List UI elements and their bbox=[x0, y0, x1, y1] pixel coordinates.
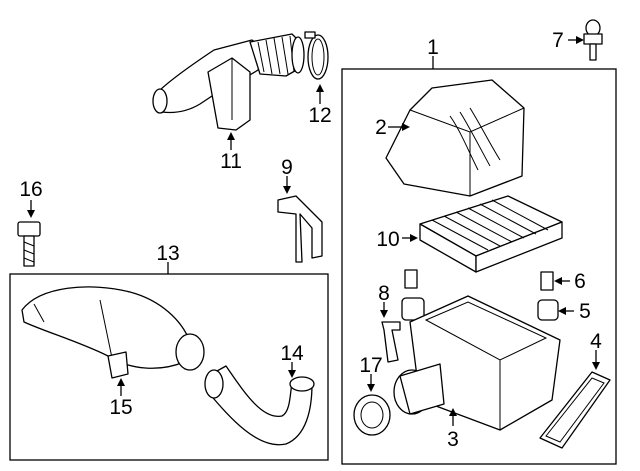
bracket-part-9 bbox=[277, 195, 323, 263]
callout-6: 6 bbox=[574, 270, 586, 293]
callout-14: 14 bbox=[280, 342, 304, 365]
push-pin-part-7 bbox=[583, 19, 603, 61]
leader-17 bbox=[367, 374, 375, 392]
assembly-box-13 bbox=[9, 273, 329, 461]
intake-duct-part-11 bbox=[152, 33, 305, 131]
leader-8 bbox=[380, 302, 388, 318]
leader-7 bbox=[568, 36, 584, 44]
callout-5: 5 bbox=[579, 300, 591, 323]
hose-part-14 bbox=[204, 365, 315, 446]
lower-housing-part-3 bbox=[393, 295, 561, 431]
leader-16 bbox=[27, 200, 35, 218]
callout-16: 16 bbox=[19, 178, 42, 201]
callout-10: 10 bbox=[376, 228, 399, 251]
callout-13: 13 bbox=[156, 242, 179, 265]
assembly-box-1 bbox=[341, 68, 617, 465]
leader-4 bbox=[592, 350, 600, 370]
resonator-duct-part-13 bbox=[21, 286, 205, 379]
callout-4: 4 bbox=[590, 330, 602, 353]
gasket-part-4 bbox=[539, 371, 611, 449]
callout-1: 1 bbox=[427, 36, 439, 59]
leader-15 bbox=[117, 378, 125, 396]
bracket-part-8 bbox=[381, 321, 401, 363]
callout-11: 11 bbox=[220, 150, 242, 173]
callout-7: 7 bbox=[552, 29, 564, 52]
callout-17: 17 bbox=[359, 354, 382, 377]
leader-6 bbox=[554, 277, 570, 285]
leader-12 bbox=[316, 84, 324, 104]
leader-2 bbox=[388, 123, 410, 131]
seal-part-17 bbox=[353, 394, 391, 436]
bolt-part-16 bbox=[17, 221, 41, 267]
leader-14 bbox=[288, 362, 296, 378]
callout-9: 9 bbox=[281, 156, 293, 179]
grommet-part-6 bbox=[404, 269, 554, 291]
air-cleaner-cover-part-2 bbox=[385, 79, 525, 197]
callout-12: 12 bbox=[308, 104, 331, 127]
leader-9 bbox=[283, 176, 291, 194]
leader-3 bbox=[449, 408, 457, 426]
leader-11 bbox=[227, 132, 235, 150]
leader-5 bbox=[558, 307, 574, 315]
callout-8: 8 bbox=[378, 282, 390, 305]
clamp-part-12 bbox=[304, 31, 329, 80]
callout-2: 2 bbox=[375, 116, 387, 139]
leader-10 bbox=[402, 234, 418, 242]
callout-3: 3 bbox=[447, 428, 459, 451]
air-filter-part-10 bbox=[419, 195, 563, 273]
callout-15: 15 bbox=[109, 396, 132, 419]
